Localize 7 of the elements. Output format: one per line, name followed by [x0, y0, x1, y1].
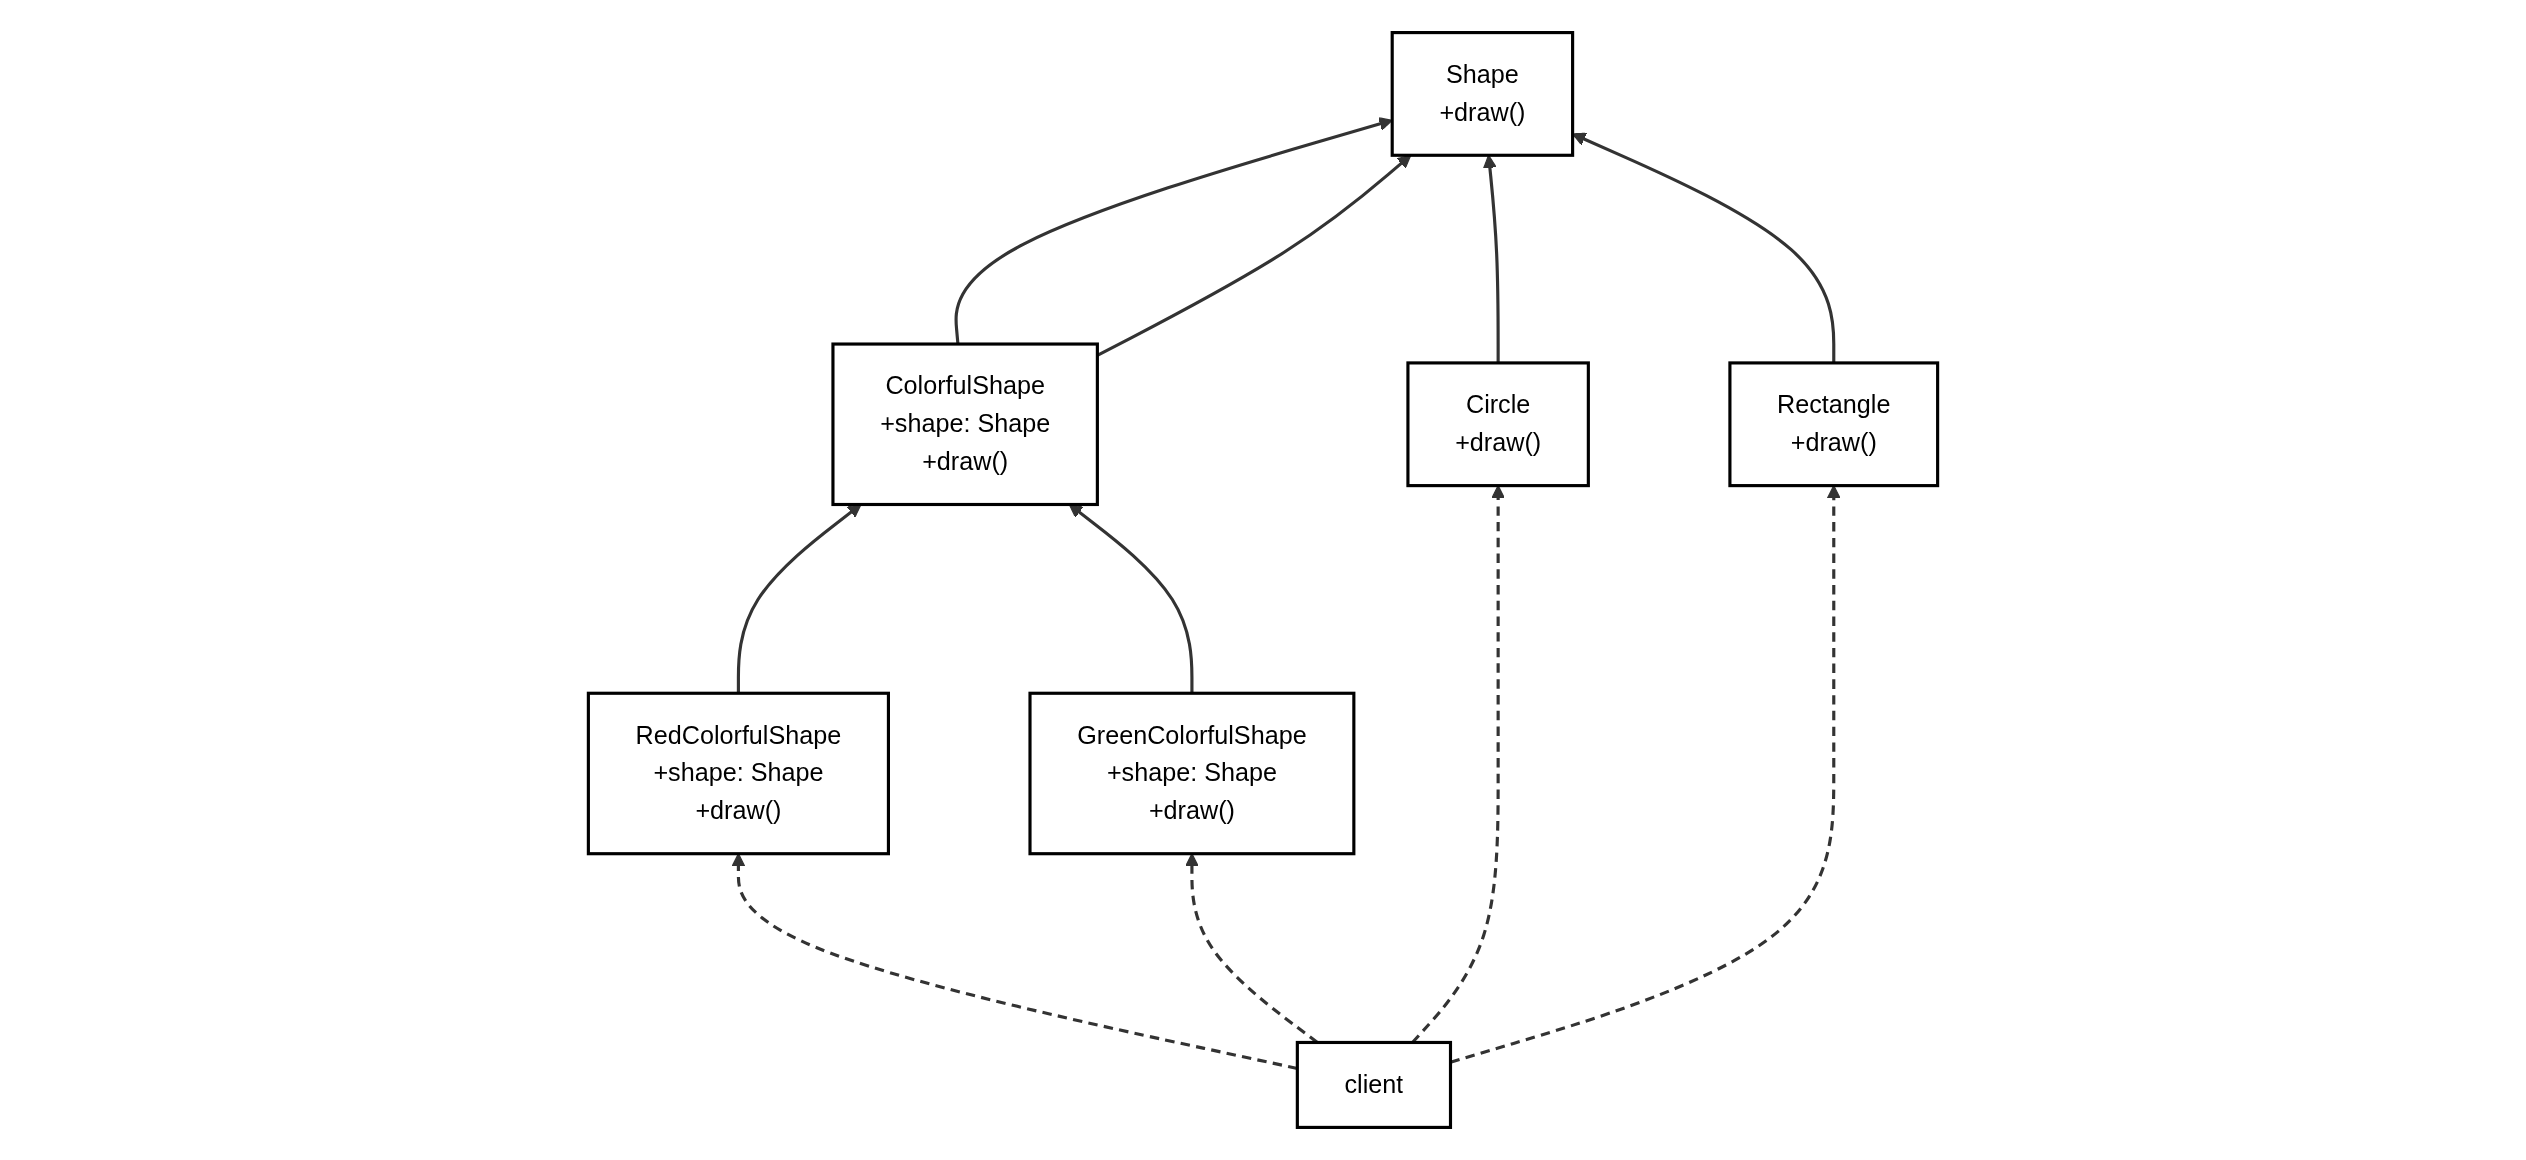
node-box: Shape +draw() — [1390, 31, 1575, 157]
node-box: client — [1295, 1040, 1453, 1129]
node-box: RedColorfulShape +shape: Shape +draw() — [586, 691, 890, 856]
node-box: GreenColorfulShape +shape: Shape +draw() — [1028, 691, 1356, 856]
node-box: ColorfulShape +shape: Shape +draw() — [831, 342, 1099, 507]
node-box: Circle +draw() — [1406, 361, 1590, 488]
node-box: Rectangle +draw() — [1728, 361, 1940, 488]
